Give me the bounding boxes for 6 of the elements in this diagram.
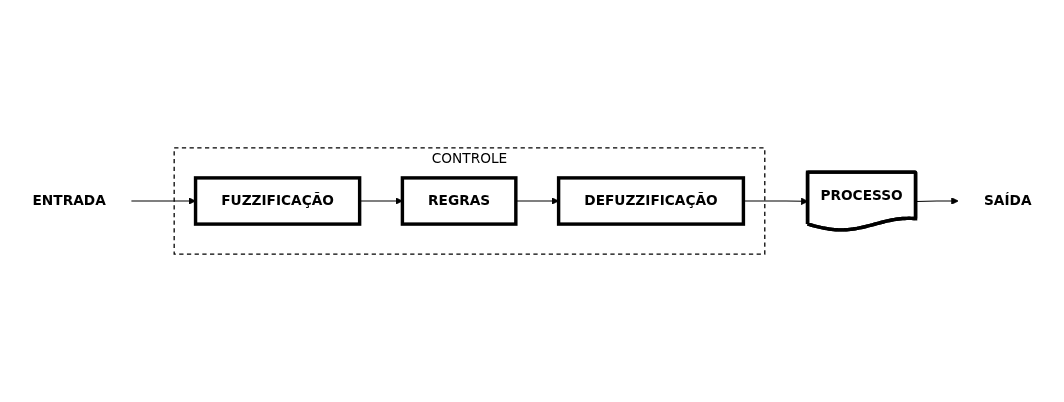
- node-box: REGRAS: [400, 176, 518, 226]
- node-text: ENTRADA: [32, 192, 106, 209]
- node-box: DEFUZZIFICAÇÃO: [556, 176, 746, 226]
- node-text: SAÍDA: [983, 192, 1032, 209]
- node-box: FUZZIFICAÇÃO: [193, 176, 362, 226]
- arrow: [915, 197, 959, 205]
